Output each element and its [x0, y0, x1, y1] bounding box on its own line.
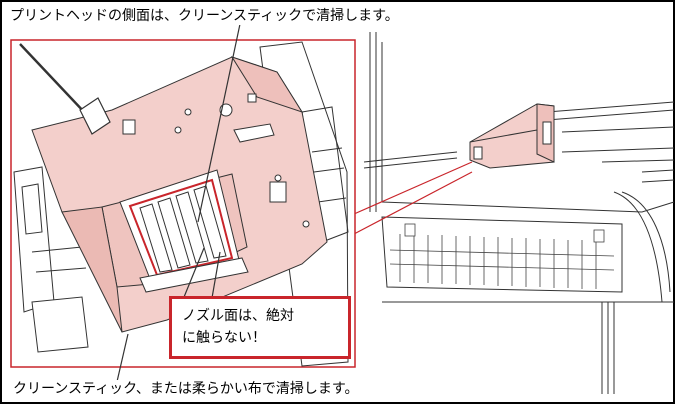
nozzle-warning-box: ノズル面は、絶対 に触らない！ [169, 296, 351, 359]
front-grille [389, 223, 615, 289]
caption-leader-lines [115, 23, 241, 387]
printer-body-drawing [363, 32, 675, 394]
clean-stick-drawing [19, 41, 111, 135]
warning-line-1: ノズル面は、絶対 [182, 308, 294, 324]
printhead-small-highlight [469, 103, 555, 169]
callout-lines [353, 161, 473, 235]
caption-side-cleaning: プリントヘッドの側面は、クリーンスティックで清掃します。 [8, 7, 401, 25]
caption-stick-or-cloth: クリーンスティック、または柔らかい布で清掃します。 [11, 380, 361, 398]
warning-line-2: に触らない！ [182, 330, 266, 346]
